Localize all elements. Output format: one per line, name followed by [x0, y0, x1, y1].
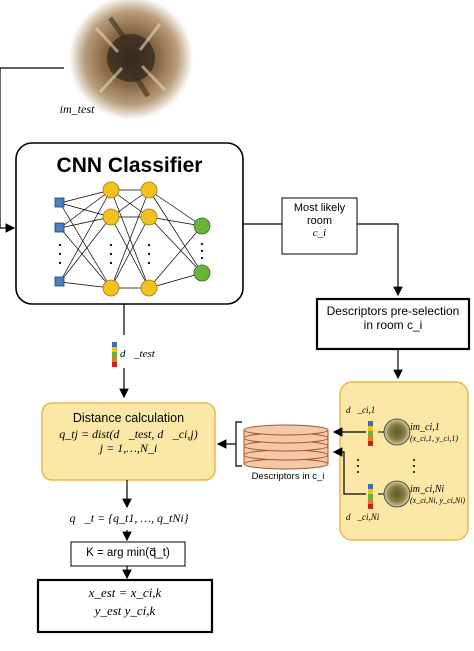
most-likely-var: c_i — [312, 227, 327, 240]
room-image-n — [383, 480, 411, 508]
database-bracket — [235, 421, 242, 467]
room-image-n-coords: (x_ci,Ni, y_ci,Ni) — [410, 496, 466, 505]
room-image-1-label: im_ci,1 — [410, 422, 440, 433]
test-image — [69, 0, 193, 120]
most-likely-line2: room — [306, 214, 333, 227]
descriptor-bar-n — [368, 484, 373, 509]
argmin-text: K = arg min(q⃗_t) — [86, 547, 170, 559]
nn-input-dots — [58, 243, 62, 265]
panel-dots — [357, 459, 415, 473]
distance-eq2: j = 1,…,N_i — [99, 441, 158, 456]
test-descriptor-bar — [112, 342, 117, 367]
room-desc-n-label: d⃗_ci,Ni — [346, 512, 380, 522]
result-text: x_est = x_ci,k y_est y_ci,k — [38, 585, 212, 619]
most-likely-text: Most likely room c_i — [282, 202, 357, 240]
nn-hidden-dots — [109, 243, 151, 265]
cnn-title: CNN Classifier — [56, 154, 203, 177]
database-cylinder — [243, 424, 329, 470]
room-to-preselection-arrow — [357, 223, 403, 297]
preselection-box — [315, 297, 471, 351]
nn-output-dots — [200, 242, 204, 260]
distance-eq1: q_tj = dist(d⃗_test, d⃗_ci,j) — [59, 427, 198, 442]
descriptor-bar-1 — [368, 421, 373, 446]
test-descriptor-label: d⃗_test — [120, 348, 155, 360]
qt-vector: q⃗_t = {q_t1, …, q_tNi} — [69, 511, 189, 525]
room-image-1 — [383, 418, 411, 446]
nn-input-nodes — [54, 197, 65, 287]
nn-edges — [59, 189, 203, 289]
input-arrow — [0, 68, 16, 233]
distance-text: Distance calculation q_tj = dist(d⃗_test… — [42, 411, 215, 456]
test-image-label: im_test — [59, 102, 95, 116]
result-line1: x_est = x_ci,k — [88, 585, 162, 600]
database-label: Descriptors in c_i — [251, 471, 325, 482]
room-desc-1-label: d⃗_ci,1 — [346, 405, 376, 415]
nn-output-nodes — [193, 217, 211, 282]
most-likely-line1: Most likely — [293, 202, 346, 214]
descn-to-db-arrow — [332, 447, 366, 495]
argmin-box — [70, 541, 186, 567]
distance-title: Distance calculation — [72, 411, 185, 425]
result-box — [36, 578, 214, 634]
preselection-text: Descriptors pre-selection in room c_i — [317, 304, 469, 333]
result-line2: y_est y_ci,k — [94, 602, 156, 618]
room-image-n-label: im_ci,Ni — [410, 484, 445, 495]
preselection-line2: in room c_i — [363, 317, 423, 332]
distance-box — [41, 402, 216, 481]
room-image-1-coords: (x_ci,1, y_ci,1) — [410, 434, 458, 443]
preselection-line1: Descriptors pre-selection — [326, 304, 460, 318]
most-likely-box — [281, 197, 358, 255]
nn-hidden-nodes — [102, 181, 158, 297]
